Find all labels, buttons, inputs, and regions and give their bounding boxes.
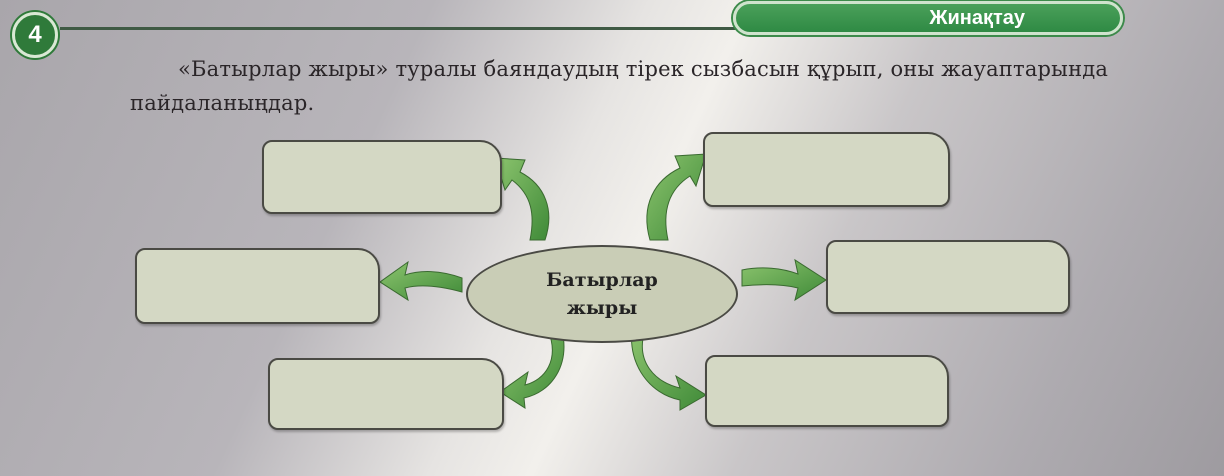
arrow-middle-left <box>379 260 463 302</box>
center-topic-ellipse: Батырлар жыры <box>466 245 738 343</box>
header-divider <box>60 27 740 30</box>
task-instruction: «Батырлар жыры» туралы баяндаудың тірек … <box>130 57 1109 115</box>
center-label-line2: жыры <box>566 297 638 319</box>
empty-box-bottom-right[interactable] <box>705 355 949 427</box>
arrow-middle-right <box>741 258 827 302</box>
arrow-top-left <box>494 157 550 241</box>
section-tag: Жинақтау <box>733 1 1123 35</box>
task-number-badge: 4 <box>12 12 58 58</box>
arrow-bottom-right <box>631 329 707 411</box>
arrow-bottom-left <box>499 329 565 409</box>
center-label-line1: Батырлар <box>546 269 658 291</box>
empty-box-top-left[interactable] <box>262 140 502 214</box>
empty-box-middle-left[interactable] <box>135 248 380 324</box>
arrow-top-right <box>646 153 707 241</box>
empty-box-bottom-left[interactable] <box>268 358 504 430</box>
empty-box-top-right[interactable] <box>703 132 950 207</box>
empty-box-middle-right[interactable] <box>826 240 1070 314</box>
